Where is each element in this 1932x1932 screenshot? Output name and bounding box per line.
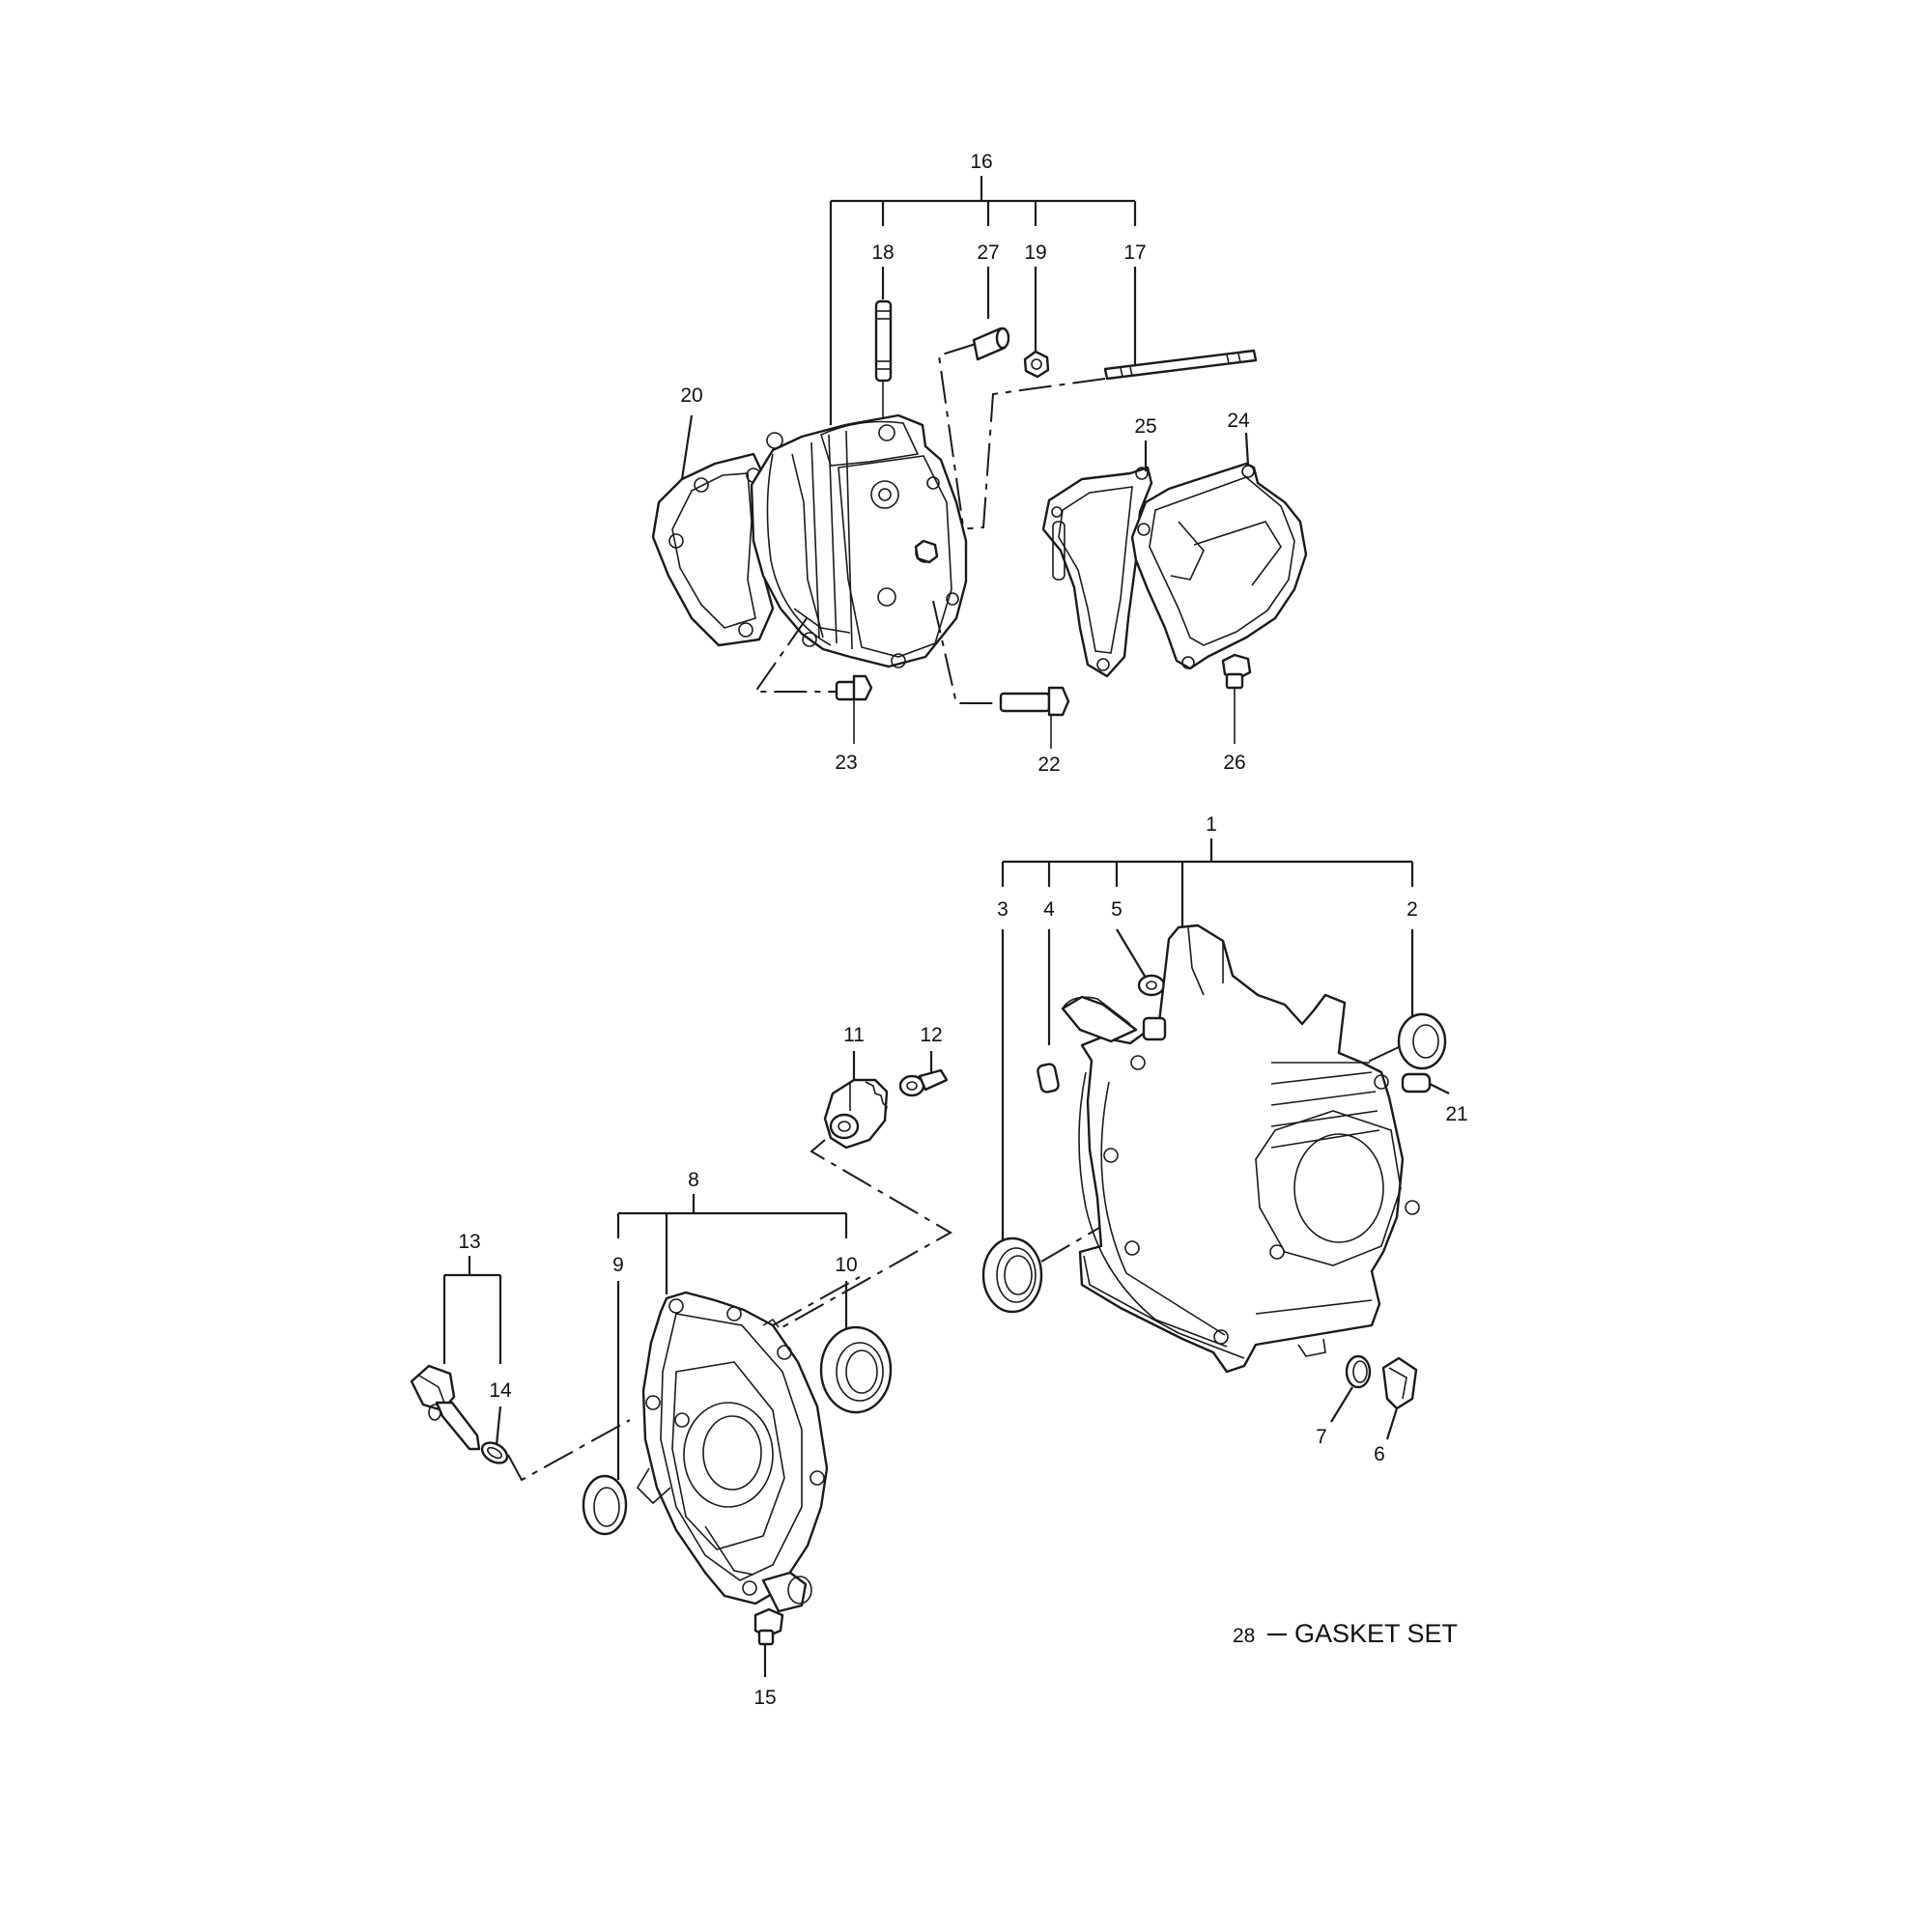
oil-seal-part-9 — [582, 1474, 628, 1536]
callout-27: 27 — [977, 242, 999, 264]
callout-18: 18 — [871, 242, 894, 264]
bolt-part-23 — [835, 674, 873, 744]
callout-21: 21 — [1445, 1103, 1467, 1125]
cover-part-24 — [1130, 462, 1308, 670]
cylinder-head — [750, 413, 968, 668]
dipstick-part-13 — [410, 1364, 481, 1451]
oil-seal-part-2 — [1397, 1012, 1447, 1070]
stud-part-18 — [874, 299, 893, 417]
dowel-part-21 — [1401, 1072, 1432, 1094]
oil-seal-part-10 — [819, 1325, 893, 1414]
dowel-part-4 — [1037, 1063, 1060, 1094]
gear-part-11 — [823, 1078, 889, 1150]
pin-part-12 — [898, 1068, 949, 1097]
callout-26: 26 — [1223, 752, 1245, 774]
callout-14: 14 — [489, 1379, 512, 1402]
callout-17: 17 — [1123, 242, 1146, 264]
bracket-1 — [1001, 838, 1414, 1252]
gasket-part-20 — [651, 452, 775, 647]
leader-20 — [680, 414, 694, 480]
oil-seal-part-3 — [981, 1236, 1043, 1314]
callout-15: 15 — [753, 1687, 776, 1709]
washer-part-7 — [1345, 1354, 1372, 1389]
callout-23: 23 — [835, 752, 857, 774]
bolt-part-22 — [999, 686, 1070, 749]
callout-20: 20 — [680, 384, 702, 407]
washer-part-5 — [1137, 974, 1166, 997]
drain-bolt-part-6 — [1381, 1356, 1418, 1410]
callout-10: 10 — [835, 1254, 857, 1276]
callout-6: 6 — [1374, 1443, 1385, 1465]
callout-8: 8 — [688, 1169, 699, 1191]
oring-part-14 — [480, 1441, 509, 1464]
callout-22: 22 — [1037, 753, 1060, 776]
bracket-13 — [442, 1256, 502, 1446]
callout-labels: 16 18 27 19 17 20 25 24 23 22 26 1 3 4 5… — [458, 151, 1467, 1709]
leader-24 — [1244, 432, 1250, 467]
callout-3: 3 — [997, 898, 1009, 921]
gasket-set-note: 28 GASKET SET — [1233, 1619, 1458, 1648]
gasket-set-number: 28 — [1233, 1625, 1255, 1647]
callout-11: 11 — [843, 1024, 865, 1046]
crankcase-body — [1061, 923, 1420, 1374]
nut-part-19 — [1023, 350, 1050, 379]
long-stud-part-17 — [1103, 349, 1258, 381]
callout-12: 12 — [920, 1024, 942, 1046]
callout-9: 9 — [612, 1254, 624, 1276]
callout-4: 4 — [1043, 898, 1055, 921]
callout-5: 5 — [1111, 898, 1122, 921]
callout-25: 25 — [1134, 415, 1156, 438]
callout-1: 1 — [1206, 813, 1217, 836]
gasket-part-25 — [1041, 466, 1153, 678]
callout-16: 16 — [970, 151, 992, 173]
dowel-part-27 — [972, 327, 1010, 361]
gasket-set-label: GASKET SET — [1294, 1619, 1458, 1648]
callout-7: 7 — [1316, 1426, 1327, 1448]
callout-2: 2 — [1406, 898, 1418, 921]
callout-24: 24 — [1227, 410, 1250, 432]
callout-19: 19 — [1024, 242, 1046, 264]
callout-13: 13 — [458, 1231, 480, 1253]
bolt-part-15 — [753, 1607, 784, 1646]
cover-part-8 — [636, 1291, 829, 1613]
bracket-16 — [829, 176, 1137, 425]
bolt-part-26 — [1221, 653, 1252, 744]
